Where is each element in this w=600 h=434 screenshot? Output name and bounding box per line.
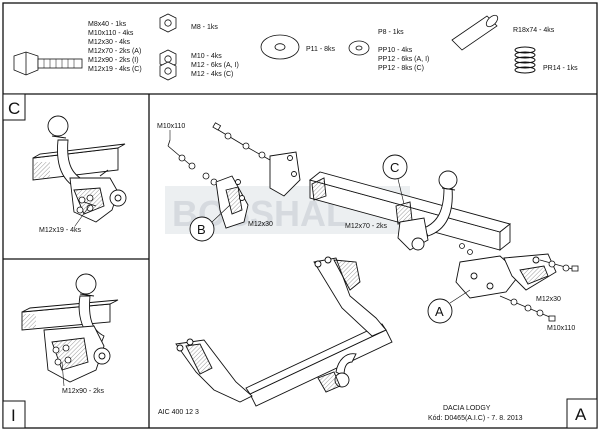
vehicle-model: DACIA LODGY [443,405,491,412]
panel-i-bolts [52,344,72,366]
bolt-list-line-5: M12x90 - 2ks (I) [88,57,139,64]
bolt-list-line-6: M12x19 - 4ks (C) [88,66,142,73]
bolt-list-line-2: M10x110 - 4ks [88,30,134,37]
bolt-icon [13,51,83,76]
panel-i-letter: I [11,406,16,425]
panel-c-letter: C [8,99,20,118]
callout-b-circle [189,216,215,242]
label-m10x110-top: M10x110 [157,123,185,130]
drawing-kod: Kód: D0465(A.I.C) - 7. 8. 2013 [428,415,523,422]
panel-c-tow-ball [32,115,127,223]
panel-c-note: M12x19 - 4ks [39,227,82,234]
callout-b-leader [211,204,231,223]
callout-a-circle [427,298,453,324]
corner-a-letter: A [575,405,587,424]
label-m12x30-left: M12x30 [248,221,273,228]
callout-a-leader [449,289,471,304]
label-m12x30-right: M12x30 [536,296,561,303]
panel-c-letter-box [2,93,26,121]
washer-small-line-3: PP10 - 4ks [378,47,413,54]
panel-i-note-leader [61,361,65,387]
top-bolt-set [167,122,271,186]
washer-small-line-1: P8 - 1ks [378,29,404,36]
bolt-list-line-3: M12x30 - 4ks [88,39,131,46]
nut-list-2-line-3: M12 - 4ks (C) [191,71,233,78]
label-m10x110-right: M10x110 [547,325,575,332]
nut-list-1-line-1: M8 - 1ks [191,24,218,31]
washer-small-line-4: PP12 - 6ks (A, I) [378,56,429,63]
bracket-b [215,151,301,229]
spring-icon [514,46,536,74]
right-bolt-set [459,243,579,322]
washer-large-label: P11 - 8ks [306,46,336,53]
callout-a-letter: A [435,304,444,319]
bracket-a [455,253,557,299]
panel-i-tow-ball [21,273,119,383]
panel-i-letter-box [2,400,26,429]
panel-c-note-leader [74,204,91,227]
sleeve-icon [451,14,499,51]
nut-list-2-line-2: M12 - 6ks (A, I) [191,62,239,69]
nut-m10-icon [159,49,177,81]
bolt-list-line-4: M12x70 - 2ks (A) [88,48,141,55]
panel-c-bolts [76,194,94,214]
drawing-frame [2,2,598,429]
callout-b-letter: B [197,222,206,237]
callout-c-leader [397,178,405,205]
main-tow-ball [397,170,458,251]
washer-small-icon [348,40,370,56]
washer-large-icon [260,34,300,60]
nut-m8-icon [159,13,177,33]
bolt-list-line-1: M8x40 - 1ks [88,21,127,28]
label-m12x70: M12x70 - 2ks [345,223,388,230]
assembled-hitch [175,256,393,407]
spring-label: PR14 - 1ks [543,65,578,72]
drawing-code: AIC 400 12 3 [158,409,199,416]
sleeve-label: R18x74 - 4ks [513,27,555,34]
main-crossbar [309,171,511,251]
callout-c-circle [382,154,408,180]
corner-a-box [566,398,598,429]
nut-list-2-line-1: M10 - 4ks [191,53,222,60]
callout-c-letter: C [390,160,399,175]
panel-i-note: M12x90 - 2ks [62,388,105,395]
washer-small-line-5: PP12 - 8ks (C) [378,65,424,72]
